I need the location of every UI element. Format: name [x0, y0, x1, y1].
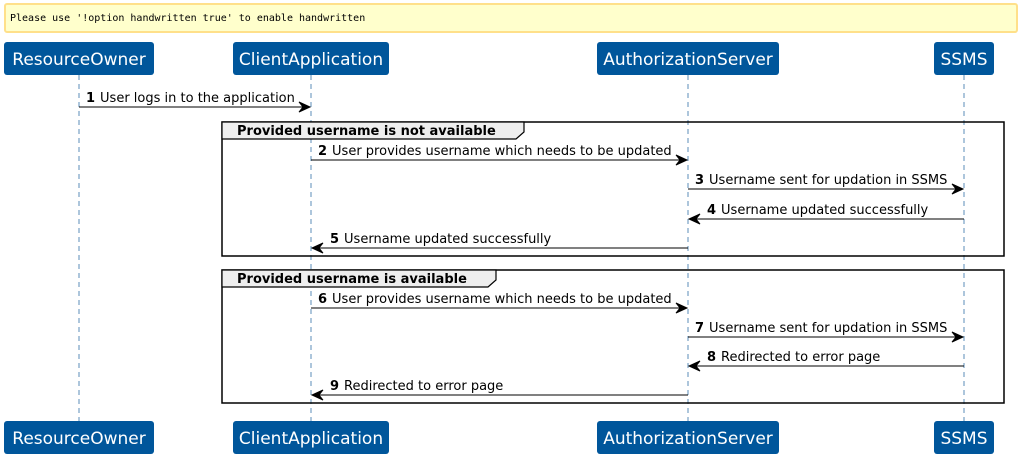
message-arrowhead [687, 213, 701, 225]
message-3: 3 Username sent for updation in SSMS [688, 173, 965, 195]
message-number: 9 [330, 379, 339, 394]
message-7: 7 Username sent for updation in SSMS [688, 321, 965, 343]
message-number: 1 [86, 91, 95, 106]
participants-top: ResourceOwner ClientApplication Authorizat… [4, 42, 994, 75]
message-label: 1 User logs in to the application [86, 91, 295, 106]
message-text: Redirected to error page [344, 379, 503, 394]
participants-bottom: ResourceOwner ClientApplication Authorizat… [4, 421, 994, 454]
participant-SSMS-top: SSMS [934, 42, 994, 75]
participant-ClientApplication-bottom: ClientApplication [233, 421, 389, 454]
participant-box [233, 42, 389, 75]
participant-box [597, 42, 779, 75]
fragment-title: Provided username is available [237, 272, 467, 287]
fragment-2: Provided username is available [221, 269, 1005, 404]
message-arrowhead [951, 183, 965, 195]
participant-box [597, 421, 779, 454]
participant-label: ClientApplication [239, 429, 383, 449]
message-text: Redirected to error page [721, 350, 880, 365]
message-arrowhead [310, 389, 324, 401]
message-text: Username updated successfully [721, 203, 928, 218]
participant-box [934, 42, 994, 75]
message-4: 4 Username updated successfully [687, 203, 964, 225]
participant-ResourceOwner-bottom: ResourceOwner [4, 421, 154, 454]
participant-AuthorizationServer-bottom: AuthorizationServer [597, 421, 779, 454]
participant-box [233, 421, 389, 454]
participant-label: AuthorizationServer [603, 50, 773, 70]
message-8: 8 Redirected to error page [687, 350, 964, 372]
message-label: 9 Redirected to error page [330, 379, 503, 394]
message-label: 6 User provides username which needs to b… [318, 292, 672, 307]
message-text: User provides username which needs to be… [332, 144, 672, 159]
participant-label: ResourceOwner [12, 50, 145, 70]
message-2: 2 User provides username which needs to b… [311, 144, 689, 166]
message-number: 4 [707, 203, 716, 218]
warning-text: Please use '!option handwritten true' to… [10, 13, 365, 24]
participant-SSMS-bottom: SSMS [934, 421, 994, 454]
message-number: 7 [695, 321, 704, 336]
participant-box [934, 421, 994, 454]
message-label: 2 User provides username which needs to b… [318, 144, 672, 159]
message-text: Username sent for updation in SSMS [709, 321, 947, 336]
message-5: 5 Username updated successfully [310, 232, 688, 254]
message-arrowhead [951, 331, 965, 343]
message-6: 6 User provides username which needs to b… [311, 292, 689, 314]
message-label: 7 Username sent for updation in SSMS [695, 321, 947, 336]
message-label: 5 Username updated successfully [330, 232, 552, 247]
message-number: 3 [695, 173, 704, 188]
message-number: 8 [707, 350, 716, 365]
message-label: 8 Redirected to error page [707, 350, 880, 365]
message-label: 4 Username updated successfully [707, 203, 929, 218]
message-1: 1 User logs in to the application [79, 91, 312, 113]
message-text: User logs in to the application [100, 91, 295, 106]
participant-label: SSMS [940, 429, 987, 449]
fragment-tab [221, 121, 525, 140]
warning-note: Please use '!option handwritten true' to… [4, 3, 1018, 33]
message-text: Username sent for updation in SSMS [709, 173, 947, 188]
fragment-title: Provided username is not available [237, 124, 496, 139]
message-arrowhead [687, 360, 701, 372]
message-text: Username updated successfully [344, 232, 551, 247]
participant-box [4, 42, 154, 75]
participant-ClientApplication-top: ClientApplication [233, 42, 389, 75]
message-number: 6 [318, 292, 327, 307]
fragments: Provided username is not availableProvid… [221, 121, 1005, 404]
message-text: User provides username which needs to be… [332, 292, 672, 307]
message-label: 3 Username sent for updation in SSMS [695, 173, 947, 188]
participant-label: ResourceOwner [12, 429, 145, 449]
participant-box [4, 421, 154, 454]
fragment-box [221, 269, 1005, 404]
message-number: 5 [330, 232, 339, 247]
participant-label: ClientApplication [239, 50, 383, 70]
fragment-tab [221, 269, 497, 288]
participant-label: SSMS [940, 50, 987, 70]
message-arrowhead [675, 154, 689, 166]
message-9: 9 Redirected to error page [310, 379, 688, 401]
message-arrowhead [675, 302, 689, 314]
message-number: 2 [318, 144, 327, 159]
participant-label: AuthorizationServer [603, 429, 773, 449]
message-arrowhead [310, 242, 324, 254]
fragment-box [221, 121, 1005, 257]
participant-AuthorizationServer-top: AuthorizationServer [597, 42, 779, 75]
message-arrowhead [298, 101, 312, 113]
participant-ResourceOwner-top: ResourceOwner [4, 42, 154, 75]
fragment-1: Provided username is not available [221, 121, 1005, 257]
warning-box [4, 3, 1018, 33]
